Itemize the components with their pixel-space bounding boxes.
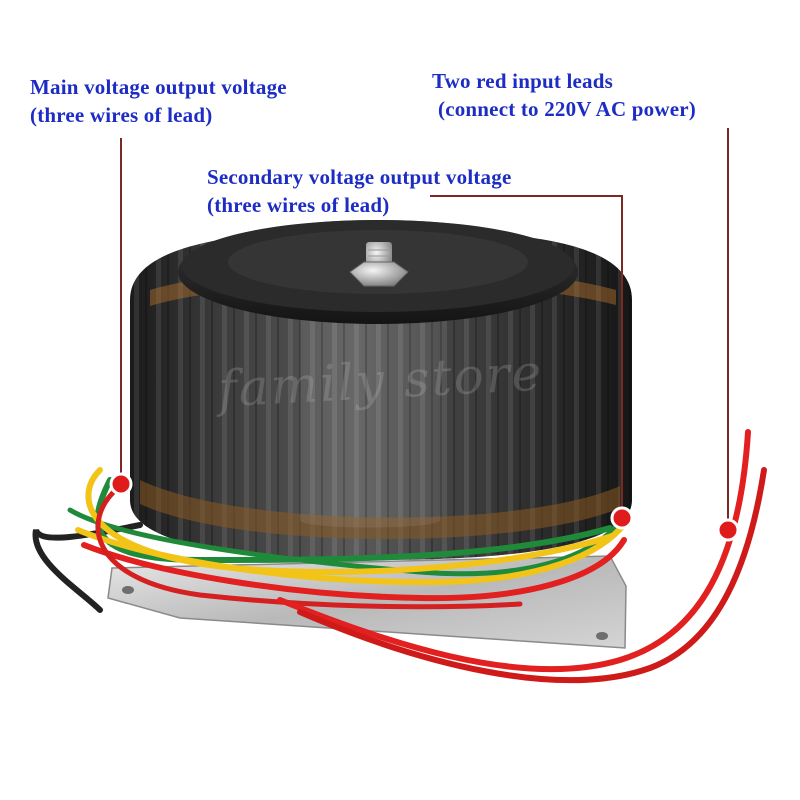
- input-leads-label-line1: Two red input leads: [432, 69, 613, 93]
- marker-secondary-output: [610, 506, 634, 530]
- main-output-label-line1: Main voltage output voltage: [30, 75, 287, 99]
- secondary-output-label-line1: Secondary voltage output voltage: [207, 165, 512, 189]
- secondary-output-label: Secondary voltage output voltage (three …: [207, 163, 511, 219]
- input-leads-label-line2: (connect to 220V AC power): [438, 97, 696, 121]
- input-leads-label: Two red input leads (connect to 220V AC …: [432, 67, 696, 123]
- marker-main-output: [109, 472, 133, 496]
- secondary-output-leader: [430, 195, 623, 516]
- main-output-label-line2: (three wires of lead): [30, 103, 213, 127]
- callout-markers: [109, 472, 740, 542]
- callout-lines: [120, 128, 729, 528]
- lead-wires: [32, 429, 767, 684]
- main-output-label: Main voltage output voltage (three wires…: [30, 73, 287, 129]
- secondary-output-label-line2: (three wires of lead): [207, 193, 390, 217]
- center-bolt: [349, 242, 409, 287]
- marker-input: [716, 518, 740, 542]
